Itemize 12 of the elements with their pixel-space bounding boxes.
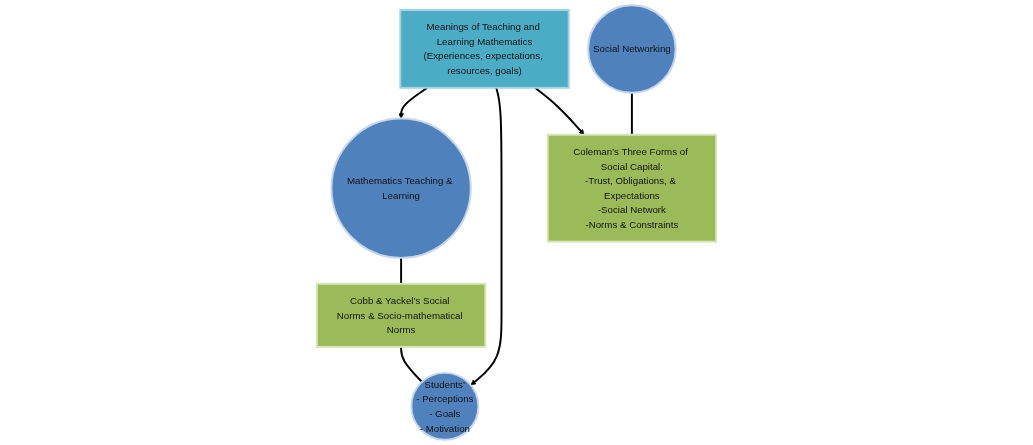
- connector: [400, 256, 403, 285]
- connector: [400, 345, 423, 383]
- arrow: [534, 86, 585, 136]
- node-box: Coleman’s Three Forms of Social Capital: -Trust, Obligations, & Expectations -Social Network -Norms & Constraints: [546, 133, 718, 243]
- arrow: [398, 86, 429, 119]
- node-box: Meanings of Teaching and Learning Mathematics (Experiences, expectations, resources, goals): [399, 9, 570, 89]
- connector: [630, 91, 633, 136]
- node-circle: Students’ - Perceptions - Goals - Motivation: [410, 371, 480, 441]
- node-box: Cobb & Yackel’s Social Norms & Socio-mathematical Norms: [315, 282, 487, 348]
- node-circle: Social Networking: [587, 4, 677, 94]
- node-circle: Mathematics Teaching & Learning: [330, 117, 472, 259]
- arrow: [470, 86, 503, 386]
